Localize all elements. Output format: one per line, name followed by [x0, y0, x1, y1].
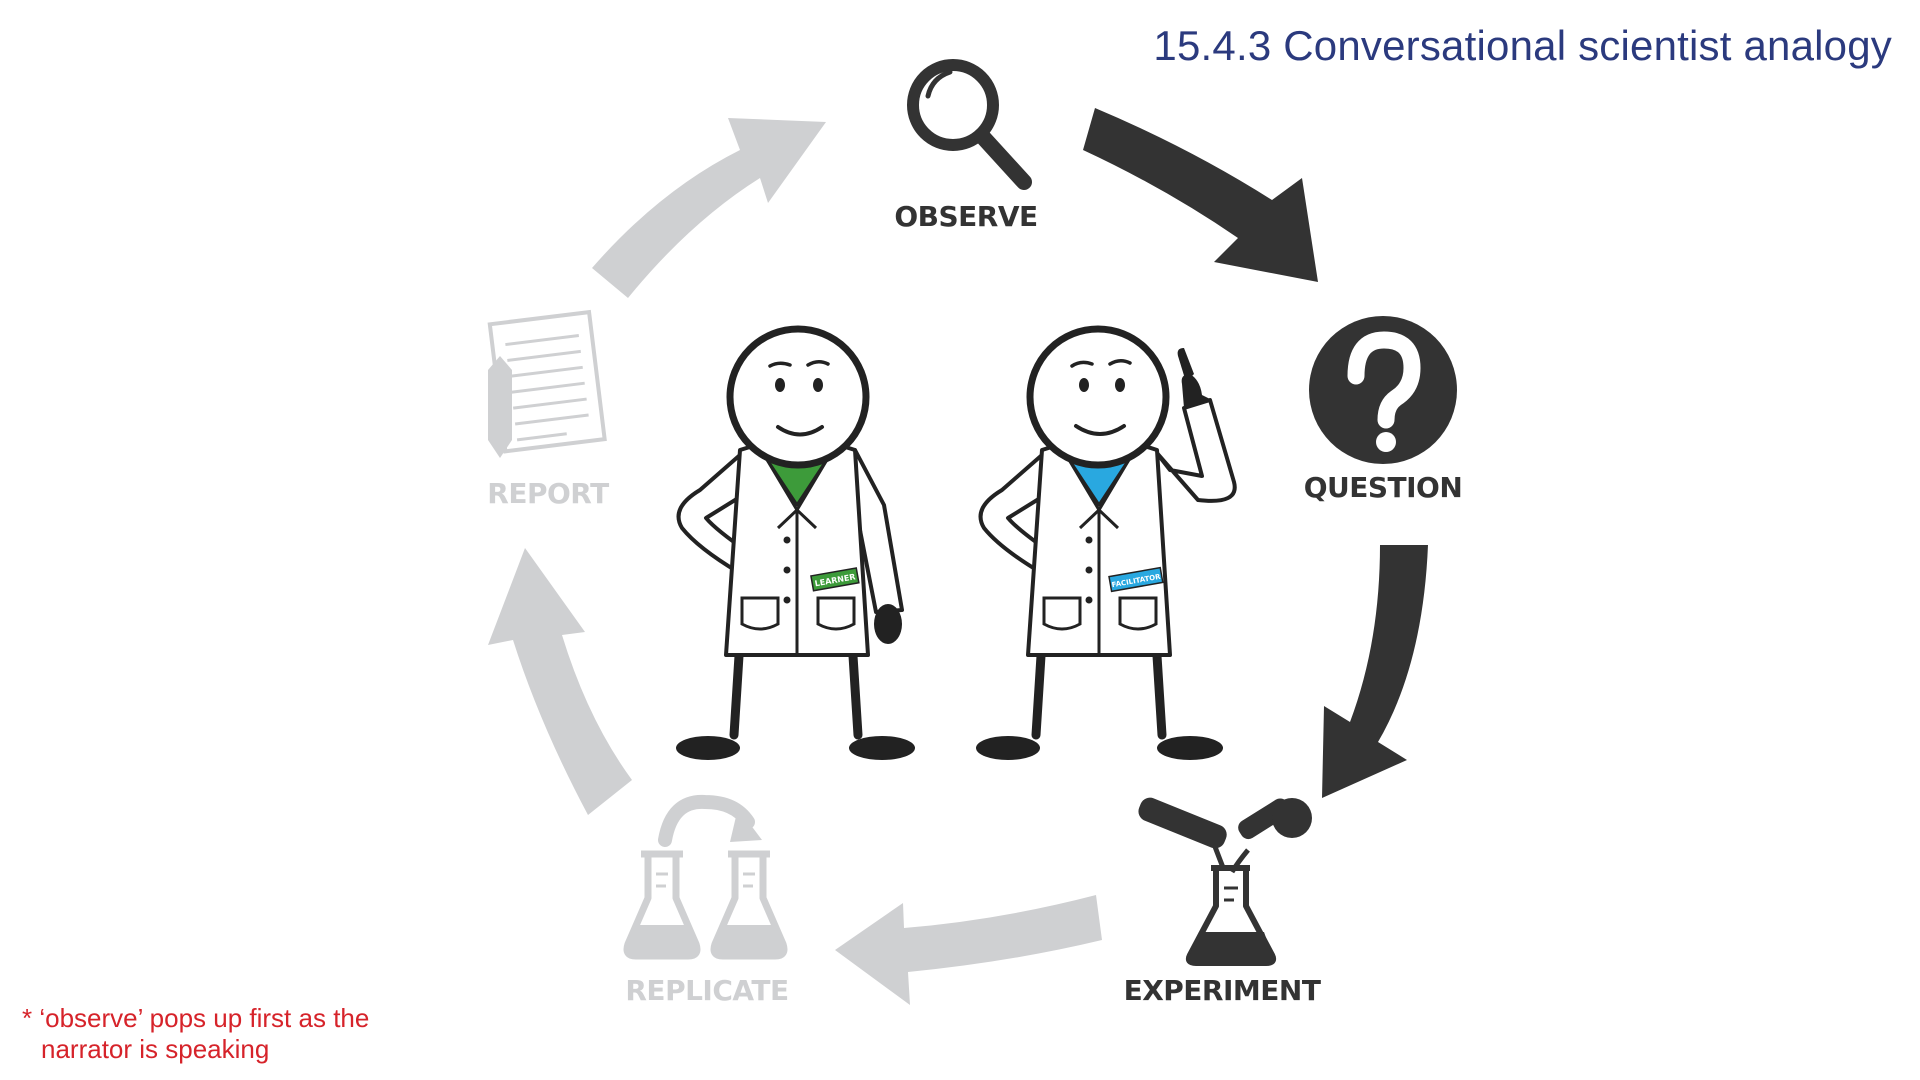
arrow-replicate-to-report [488, 548, 632, 815]
stage-label-report: REPORT [487, 477, 609, 510]
arrow-observe-to-question [1083, 108, 1318, 282]
stage-label-replicate: REPLICATE [625, 974, 788, 1007]
facilitator-scientist: FACILITATOR [976, 325, 1237, 760]
twin-flasks-icon [623, 794, 788, 960]
stage-label-question: QUESTION [1304, 471, 1463, 504]
presenter-note-line-1: * ‘observe’ pops up first as the [22, 1003, 370, 1033]
question-icon [1309, 316, 1457, 464]
presenter-note: * ‘observe’ pops up first as the narrato… [22, 1003, 369, 1065]
arrow-report-to-observe [592, 118, 826, 298]
flask-pour-icon [1138, 797, 1312, 966]
document-pencil-icon [487, 309, 607, 458]
learner-scientist: LEARNER [676, 325, 915, 760]
presenter-note-line-2: narrator is speaking [41, 1034, 270, 1064]
stage-label-observe: OBSERVE [894, 200, 1037, 233]
arrow-experiment-to-replicate [835, 895, 1102, 1005]
slide-title: 15.4.3 Conversational scientist analogy [1153, 22, 1892, 69]
arrow-question-to-experiment [1322, 545, 1428, 798]
magnifier-icon [907, 59, 1032, 190]
stage-label-experiment: EXPERIMENT [1124, 974, 1321, 1007]
